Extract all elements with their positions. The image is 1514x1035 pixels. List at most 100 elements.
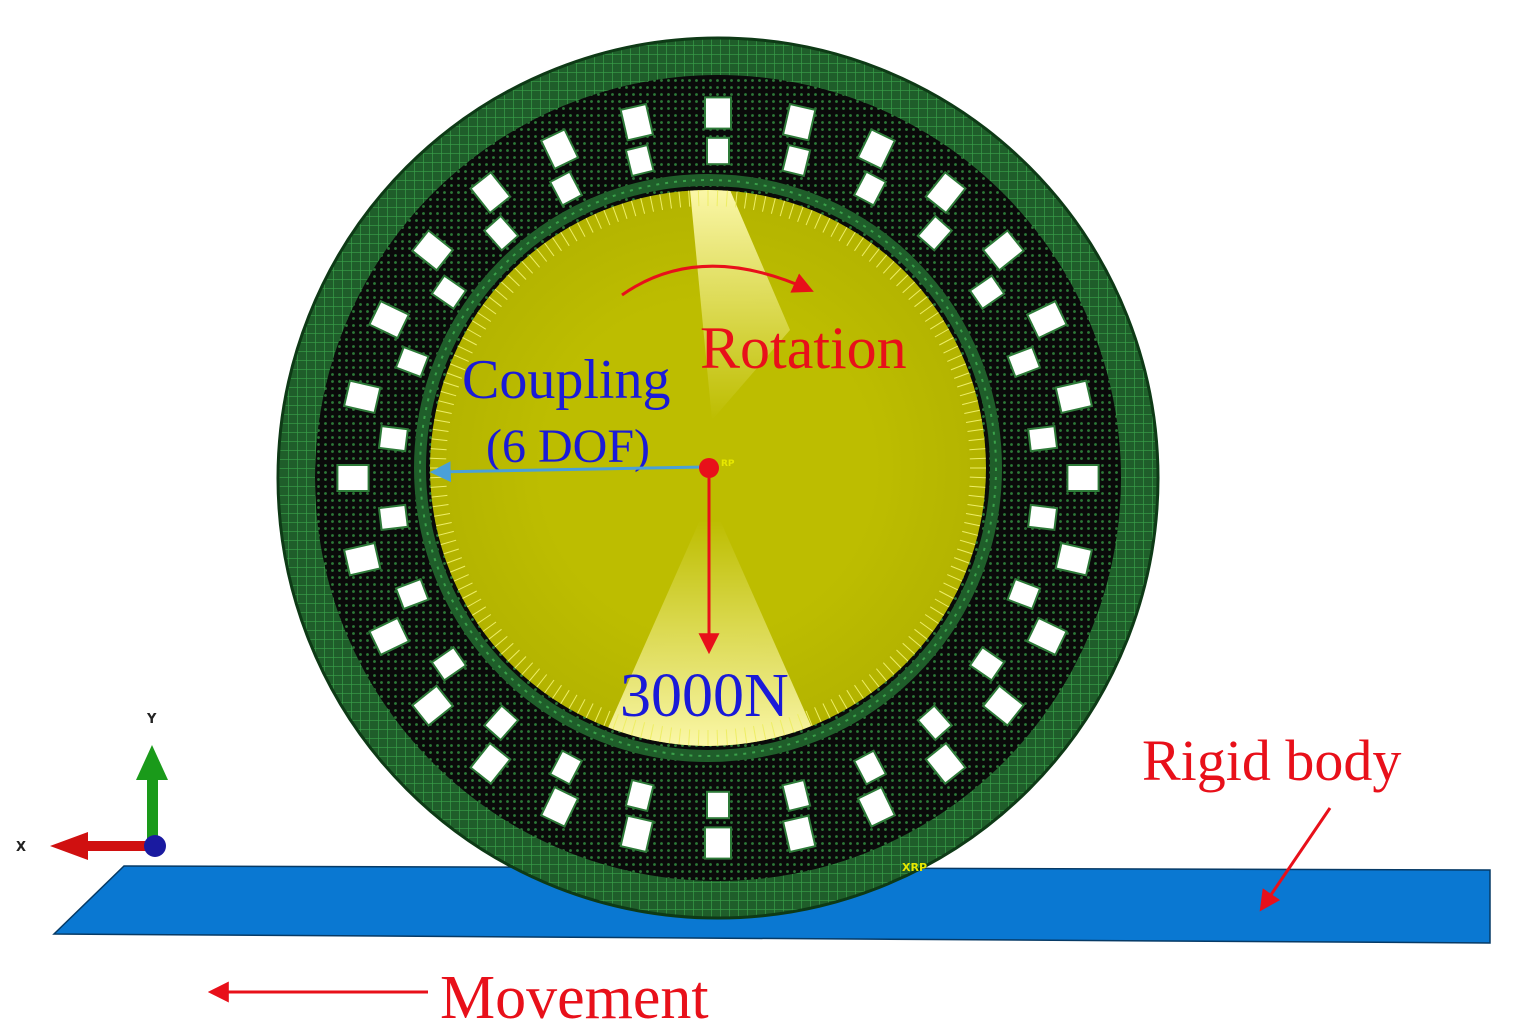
hub-tick-75 [466,598,482,608]
hub-tick-86 [432,504,449,508]
hub-tick-68 [507,649,520,662]
spoke-cell-1-6 [706,790,730,820]
hub-tick-43 [725,729,728,746]
hub-tick-123 [594,213,602,229]
hub-tick-116 [536,248,548,262]
spoke-cell-1-3 [916,704,954,742]
spoke-cell-0-7 [704,826,732,860]
x-axis-shaft [84,841,150,851]
spoke-cell-1-18 [624,143,655,178]
spoke-cell-1-21 [852,170,888,207]
hub-tick-129 [649,195,654,212]
spoke-cell-1-1 [1006,577,1042,611]
spoke-cell-0-21 [704,96,732,130]
hub-tick-132 [678,191,682,208]
spoke-cell-1-4 [852,749,888,786]
hub-tick-121 [577,222,586,237]
hub-tick-96 [435,409,452,414]
hub-tick-152 [854,237,864,252]
hub-tick-163 [924,312,939,322]
hub-tick-119 [560,231,570,247]
hub-tick-22 [896,649,909,662]
hub-tick-120 [568,226,578,242]
hub-tick-41 [744,727,748,744]
hub-tick-33 [814,707,822,723]
hub-tick-64 [536,674,548,688]
spoke-cell-0-12 [368,616,411,657]
hub-tick-100 [446,372,462,379]
hub-tick-149 [830,222,839,237]
hub-tick-65 [528,668,540,682]
hub-tick-167 [943,345,959,354]
hub-tick-1 [969,476,986,479]
hub-tick-174 [964,409,981,414]
hub-tick-107 [477,312,492,322]
hub-tick-40 [753,725,757,742]
hub-tick-122 [585,217,594,233]
spoke-cell-0-26 [1025,299,1068,340]
hub-tick-94 [432,428,449,432]
y-axis-arrow-icon [136,745,168,780]
hub-tick-57 [594,707,602,723]
hub-tick-25 [876,668,888,682]
rotation-label: Rotation [700,315,907,381]
hub-tick-140 [753,194,757,211]
hub-tick-67 [514,656,527,669]
hub-tick-87 [431,494,448,498]
spoke-cell-0-15 [342,379,382,415]
spoke-cell-1-16 [482,214,520,252]
hub-tick-103 [457,345,473,354]
hub-tick-10 [954,557,970,564]
hub-tick-109 [488,296,502,308]
hub-edge-ticks [430,190,986,746]
hub-tick-98 [440,390,457,397]
hub-tick-9 [957,548,973,555]
spoke-cell-1-9 [482,704,520,742]
hub-tick-128 [640,198,646,214]
spoke-cell-1-25 [1027,424,1059,453]
rigid-reference-point-label: XRP [902,861,927,874]
hub-tick-115 [528,254,540,268]
hub-tick-143 [779,200,786,217]
hub-tick-178 [969,448,986,451]
spoke-cell-1-17 [548,170,584,207]
hub-tick-82 [440,539,457,546]
spoke-cell-0-19 [539,128,580,171]
y-axis-shaft [147,775,158,845]
hub-tick-79 [450,565,466,573]
hub-tick-127 [630,200,637,217]
hub-tick-59 [577,699,586,714]
hub-tick-131 [668,192,672,209]
spoke-cell-0-1 [1054,541,1094,577]
load-label: 3000N [620,662,789,730]
hub-tick-150 [838,226,848,242]
spoke-cell-0-27 [1054,379,1094,415]
hub-tick-21 [902,642,915,655]
spoke-cell-0-5 [856,785,897,828]
hub-tick-44 [716,729,719,746]
hub-tick-160 [908,288,922,300]
hub-tick-39 [762,724,767,741]
hub-tick-162 [919,304,934,315]
hub-tick-139 [744,192,748,209]
hub-tick-170 [954,372,970,379]
spoke-cell-1-7 [624,778,655,813]
hub-tick-177 [968,438,985,442]
hub-tick-161 [914,296,928,308]
spoke-cell-1-11 [394,577,430,611]
hub-tick-77 [457,582,473,591]
spoke-cell-0-0 [1066,464,1100,492]
spoke-cell-0-2 [1025,616,1068,657]
spoke-cell-0-17 [410,229,455,272]
hub-tick-154 [868,248,880,262]
hub-tick-34 [805,710,813,726]
hub-tick-133 [688,190,691,207]
hub-tick-172 [959,390,976,397]
hub-tick-111 [501,281,514,294]
hub-tick-83 [438,530,454,536]
hub-tick-169 [950,363,966,371]
spoke-cell-1-14 [394,345,430,379]
hub-tick-141 [762,195,767,212]
hub-tick-76 [462,590,477,599]
hub-tick-6 [964,522,981,527]
